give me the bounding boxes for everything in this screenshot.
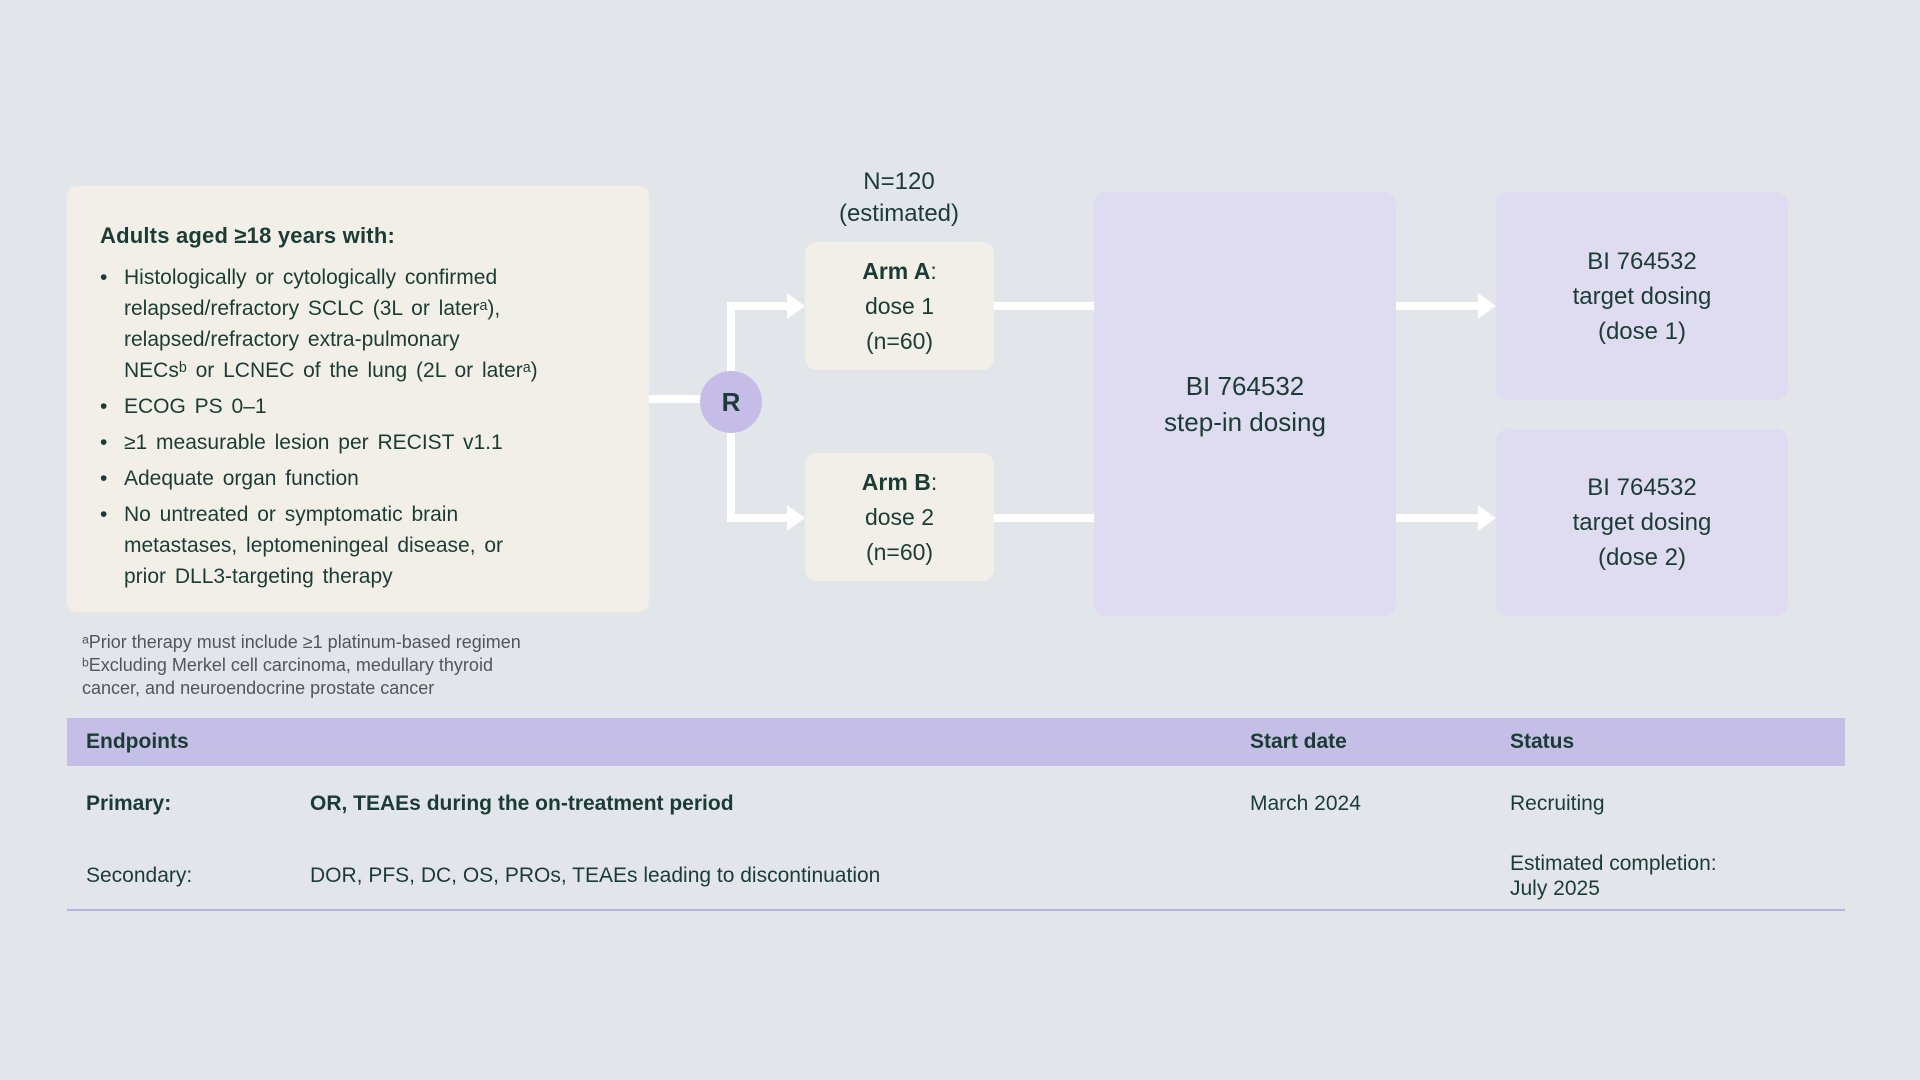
arm-b-dose: dose 2 xyxy=(864,503,935,530)
footnotes: ᵃPrior therapy must include ≥1 platinum-… xyxy=(82,632,521,698)
randomization-label: R xyxy=(721,386,741,417)
bullet-icon: • xyxy=(100,467,108,490)
row-primary-status: Recruiting xyxy=(1510,792,1605,815)
arrowhead-arm-a xyxy=(787,293,805,319)
arm-a-dose: dose 1 xyxy=(864,292,935,319)
target-dosing-box-2: BI 764532 target dosing (dose 2) xyxy=(1496,429,1788,616)
criteria-bullet-text: No untreated or symptomatic brain metast… xyxy=(124,503,504,588)
table-header-start-date: Start date xyxy=(1250,730,1347,753)
enrollment-label: N=120 (estimated) xyxy=(838,168,960,227)
target2-line1: BI 764532 xyxy=(1587,474,1697,501)
connector-step-to-target1 xyxy=(1396,302,1480,310)
connector-r-to-arm-b xyxy=(727,514,789,522)
criteria-bullet-4: • Adequate organ function xyxy=(100,463,619,494)
arrowhead-arm-b xyxy=(787,505,805,531)
arm-a-box: Arm A: dose 1 (n=60) xyxy=(805,242,994,370)
arm-a-colon: : xyxy=(930,257,937,284)
table-header-endpoints: Endpoints xyxy=(86,730,189,753)
criteria-bullet-text: ≥1 measurable lesion per RECIST v1.1 xyxy=(124,431,503,454)
arm-a-n: (n=60) xyxy=(865,327,934,354)
bullet-icon: • xyxy=(100,503,108,526)
arm-b-box: Arm B: dose 2 (n=60) xyxy=(805,453,994,581)
row-primary-description: OR, TEAEs during the on-treatment period xyxy=(310,792,734,815)
criteria-bullet-5: • No untreated or symptomatic brain meta… xyxy=(100,499,619,592)
row-secondary-status: Estimated completion: July 2025 xyxy=(1510,852,1717,900)
row-primary-label: Primary: xyxy=(86,792,172,815)
row-secondary-description: DOR, PFS, DC, OS, PROs, TEAEs leading to… xyxy=(310,864,881,887)
criteria-bullet-1: • Histologically or cytologically confir… xyxy=(100,262,619,386)
bullet-icon: • xyxy=(100,431,108,454)
table-header-status: Status xyxy=(1510,730,1575,753)
arm-a-title: Arm A: xyxy=(862,254,937,289)
arm-a-name: Arm A xyxy=(862,257,931,284)
arm-b-n: (n=60) xyxy=(865,538,934,565)
target-dosing-box-1: BI 764532 target dosing (dose 1) xyxy=(1496,192,1788,400)
criteria-bullet-text: Adequate organ function xyxy=(124,467,359,490)
connector-step-to-target2 xyxy=(1396,514,1480,522)
arm-b-title: Arm B: xyxy=(862,465,937,500)
randomization-circle: R xyxy=(700,371,762,433)
criteria-bullet-2: • ECOG PS 0–1 xyxy=(100,391,619,422)
row-secondary-label: Secondary: xyxy=(86,864,193,887)
connector-arm-b-to-step xyxy=(994,514,1094,522)
connector-criteria-to-r xyxy=(649,395,703,403)
step-in-line2: step-in dosing xyxy=(1164,407,1326,437)
eligibility-criteria-box: Adults aged ≥18 years with: • Histologic… xyxy=(67,186,649,612)
table-header-bar: Endpoints Start date Status xyxy=(67,718,1845,766)
target1-line1: BI 764532 xyxy=(1587,247,1697,275)
row-primary-start-date: March 2024 xyxy=(1250,792,1361,815)
arm-b-name: Arm B xyxy=(861,468,931,495)
criteria-bullet-text: Histologically or cytologically confirme… xyxy=(124,266,538,382)
bullet-icon: • xyxy=(100,266,108,289)
target1-line2: target dosing xyxy=(1572,282,1712,310)
connector-r-to-arm-a xyxy=(727,302,789,310)
arm-b-colon: : xyxy=(930,468,938,495)
table-bottom-divider xyxy=(67,909,1845,911)
arrowhead-target1 xyxy=(1478,293,1496,319)
criteria-bullet-text: ECOG PS 0–1 xyxy=(124,395,267,418)
criteria-bullet-3: • ≥1 measurable lesion per RECIST v1.1 xyxy=(100,427,619,458)
bullet-icon: • xyxy=(100,395,108,418)
step-in-dosing-box: BI 764532 step-in dosing xyxy=(1094,192,1396,616)
target1-line3: (dose 1) xyxy=(1597,317,1687,345)
connector-arm-a-to-step xyxy=(994,302,1094,310)
target2-line3: (dose 2) xyxy=(1597,544,1687,571)
arrowhead-target2 xyxy=(1478,505,1496,531)
step-in-line1: BI 764532 xyxy=(1185,371,1305,401)
criteria-title: Adults aged ≥18 years with: xyxy=(100,223,395,248)
target2-line2: target dosing xyxy=(1572,509,1712,536)
